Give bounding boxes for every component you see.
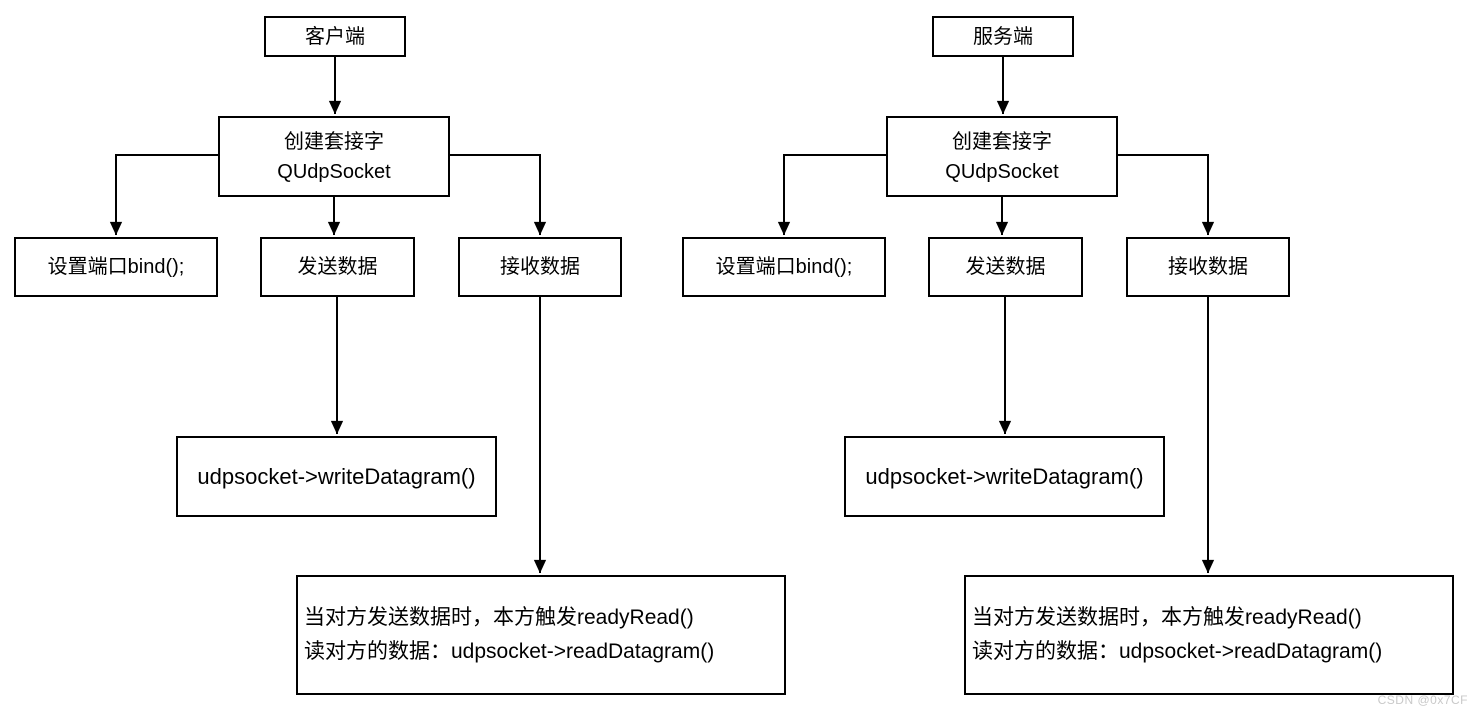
client-create-to-receive-arrow	[450, 154, 547, 236]
client-create-socket-label-line2: QUdpSocket	[277, 160, 391, 183]
client-receive-data-label: 接收数据	[500, 256, 580, 278]
server-receive-data-box: 接收数据	[1126, 237, 1290, 297]
server-send-data-box: 发送数据	[928, 237, 1083, 297]
server-create-to-bind-arrow	[777, 154, 886, 236]
server-send-data-label: 发送数据	[965, 256, 1046, 278]
server-create-socket-box: 创建套接字 QUdpSocket	[886, 116, 1118, 197]
server-terminal-label: 服务端	[973, 25, 1033, 48]
client-ready-read-box: 当对方发送数据时，本方触发readyRead() 读对方的数据：udpsocke…	[296, 575, 786, 695]
client-bind-port-box: 设置端口bind();	[14, 237, 218, 297]
client-receive-data-box: 接收数据	[458, 237, 622, 297]
client-send-data-label: 发送数据	[297, 256, 378, 278]
server-receive-data-label: 接收数据	[1168, 256, 1248, 278]
server-terminal-box: 服务端	[932, 16, 1074, 57]
client-write-datagram-box: udpsocket->writeDatagram()	[176, 436, 497, 517]
server-ready-read-box: 当对方发送数据时，本方触发readyRead() 读对方的数据：udpsocke…	[964, 575, 1454, 695]
watermark: CSDN @0x7CF	[1377, 693, 1468, 707]
client-create-socket-box: 创建套接字 QUdpSocket	[218, 116, 450, 197]
client-bind-port-label: 设置端口bind();	[47, 256, 185, 278]
server-ready-read-label-line2: 读对方的数据：udpsocket->readDatagram()	[972, 640, 1383, 663]
client-terminal-label: 客户端	[305, 25, 365, 48]
server-create-socket-label-line2: QUdpSocket	[945, 160, 1059, 183]
client-terminal-box: 客户端	[264, 16, 406, 57]
server-write-datagram-box: udpsocket->writeDatagram()	[844, 436, 1165, 517]
server-bind-port-label: 设置端口bind();	[715, 256, 853, 278]
server-create-to-receive-arrow	[1118, 154, 1215, 236]
client-ready-read-label-line2: 读对方的数据：udpsocket->readDatagram()	[304, 640, 715, 663]
server-ready-read-label-line1: 当对方发送数据时，本方触发readyRead()	[972, 606, 1362, 629]
client-ready-read-label-line1: 当对方发送数据时，本方触发readyRead()	[304, 606, 694, 629]
server-create-socket-label-line1: 创建套接字	[952, 130, 1052, 153]
client-send-data-box: 发送数据	[260, 237, 415, 297]
client-create-to-bind-arrow	[109, 154, 218, 236]
server-write-datagram-label: udpsocket->writeDatagram()	[865, 463, 1144, 489]
client-create-socket-label-line1: 创建套接字	[284, 130, 384, 153]
client-write-datagram-label: udpsocket->writeDatagram()	[197, 463, 476, 489]
server-bind-port-box: 设置端口bind();	[682, 237, 886, 297]
